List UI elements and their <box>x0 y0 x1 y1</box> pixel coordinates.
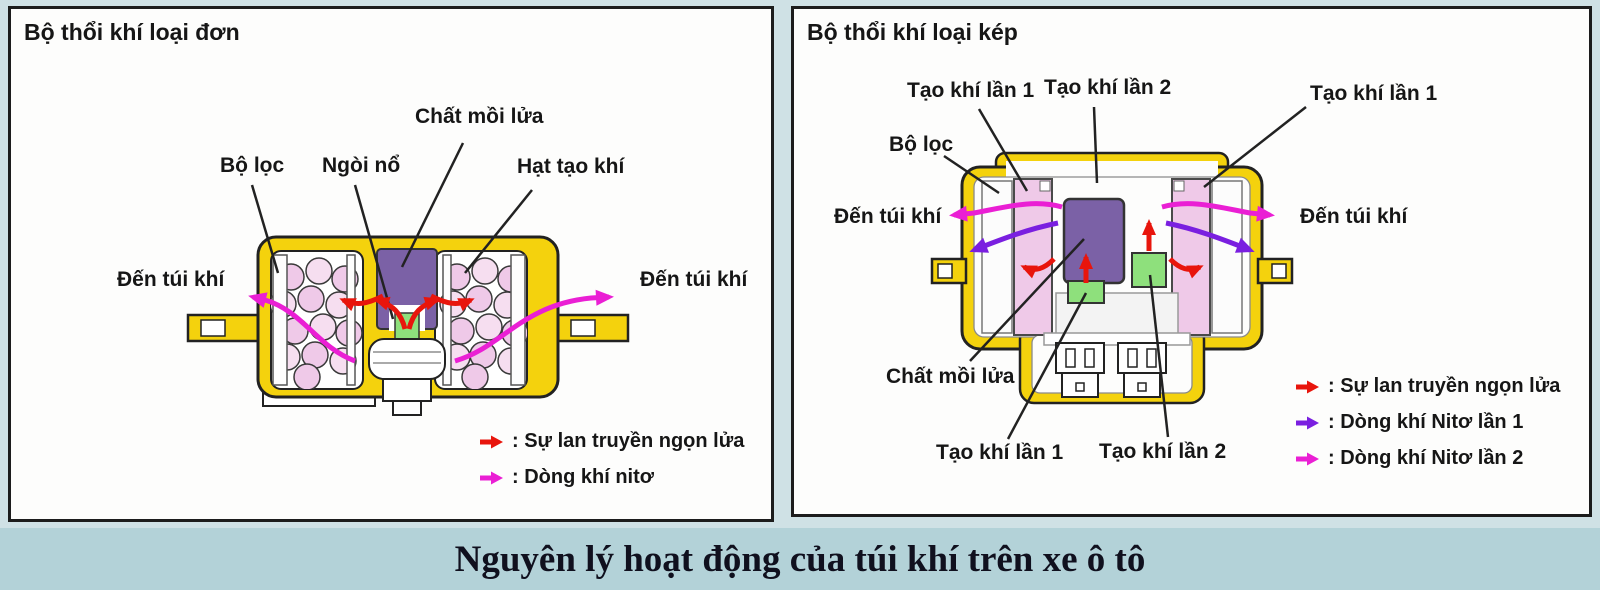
legend-row-nitrogen-1: : Dòng khí Nitơ lần 1 <box>1294 411 1560 434</box>
dual-inflator-panel: Bộ thổi khí loại kép <box>791 6 1592 517</box>
red-arrow-icon <box>480 435 503 448</box>
caption-text: Nguyên lý hoạt động của túi khí trên xe … <box>454 538 1146 580</box>
label-den-tui-khi-left: Đến túi khí <box>834 205 942 228</box>
label-bo-loc: Bộ lọc <box>220 154 285 177</box>
dual-inflator-diagram <box>930 106 1307 440</box>
label-den-tui-khi-left: Đến túi khí <box>117 268 225 291</box>
legend-label: : Dòng khí nitơ <box>512 466 654 488</box>
dual-legend: : Sự lan truyền ngọn lửa : Dòng khí Nitơ… <box>1294 375 1560 470</box>
single-panel-title: Bộ thổi khí loại đơn <box>24 19 240 45</box>
legend-label: : Dòng khí Nitơ lần 2 <box>1328 447 1524 469</box>
label-tao-khi-1-bottom: Tạo khí lần 1 <box>936 441 1064 464</box>
purple-arrow-icon <box>1296 416 1319 429</box>
legend-label: : Sự lan truyền ngọn lửa <box>512 430 745 452</box>
single-legend: : Sự lan truyền ngọn lửa : Dòng khí nitơ <box>478 430 744 489</box>
caption-bar: Nguyên lý hoạt động của túi khí trên xe … <box>0 528 1600 590</box>
legend-row-flame: : Sự lan truyền ngọn lửa <box>478 430 744 453</box>
label-ngoi-no: Ngòi nổ <box>322 154 401 177</box>
label-bo-loc: Bộ lọc <box>889 133 954 156</box>
legend-row-nitrogen: : Dòng khí nitơ <box>478 466 744 489</box>
single-inflator-panel: Bộ thổi khí loại đơn <box>8 6 774 522</box>
legend-row-nitrogen-2: : Dòng khí Nitơ lần 2 <box>1294 447 1560 470</box>
label-hat-tao-khi: Hạt tạo khí <box>517 155 625 178</box>
magenta-arrow-icon <box>480 471 503 484</box>
legend-label: : Dòng khí Nitơ lần 1 <box>1328 411 1524 433</box>
single-inflator-diagram <box>186 142 630 416</box>
label-den-tui-khi-right: Đến túi khí <box>640 268 748 291</box>
label-tao-khi-1-top-right: Tạo khí lần 1 <box>1310 82 1438 105</box>
label-chat-moi-lua: Chất mồi lửa <box>886 365 1015 388</box>
dual-panel-title: Bộ thổi khí loại kép <box>807 19 1018 45</box>
label-tao-khi-1-top-left: Tạo khí lần 1 <box>907 79 1035 102</box>
legend-label: : Sự lan truyền ngọn lửa <box>1328 375 1561 397</box>
legend-row-flame: : Sự lan truyền ngọn lửa <box>1294 375 1560 398</box>
label-chat-moi-lua: Chất mồi lửa <box>415 105 544 128</box>
magenta-arrow-icon <box>1296 452 1319 465</box>
red-arrow-icon <box>1296 380 1319 393</box>
label-tao-khi-2-top: Tạo khí lần 2 <box>1044 76 1172 99</box>
label-tao-khi-2-bottom: Tạo khí lần 2 <box>1099 440 1227 463</box>
label-den-tui-khi-right: Đến túi khí <box>1300 205 1408 228</box>
